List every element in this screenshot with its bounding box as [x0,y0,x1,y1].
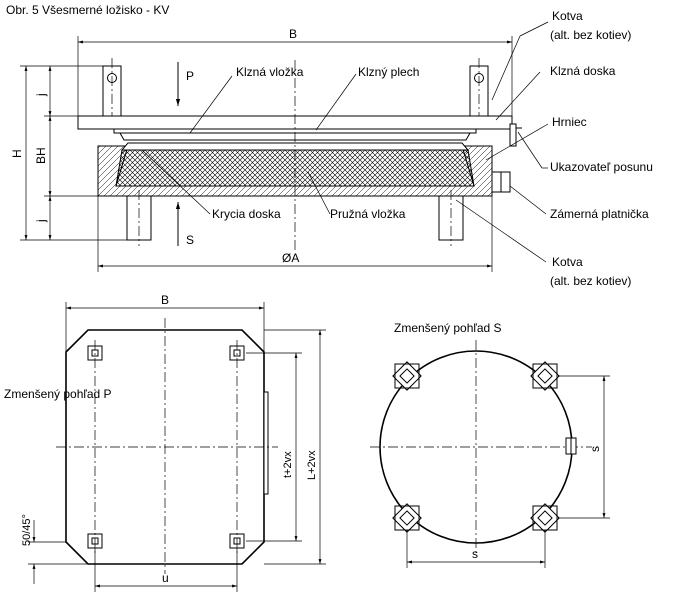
s-bolt-tl [392,361,422,391]
dim-j-bottom: j [34,219,48,223]
sliding-insert [119,132,471,141]
dim-l: L+2vx [306,450,318,480]
label-kotva-top: Kotva [552,9,583,23]
displacement-indicator [509,123,517,147]
label-klzny-plech: Klzný plech [358,65,419,79]
dim-s-horizontal: s [472,547,478,561]
dim-bh: BH [34,147,48,164]
label-ukazovatel: Ukazovateľ posunu [550,160,653,174]
dim-t: t+2vx [282,451,294,478]
load-p-label: P [186,69,194,83]
dim-u: u [162,571,169,585]
label-kotva-bottom: Kotva [552,255,583,269]
dim-j-top: j [34,93,48,97]
plan-plate-outline [65,329,265,565]
figure-title: Obr. 5 Všesmerné ložisko - KV [6,3,169,17]
view-p-title: Zmenšený pohľad P [4,387,112,401]
s-bolt-tr [530,361,560,391]
plan-view-p: B u t+2vx L+2vx 50/45° Zmenšený pohľad P [4,293,326,592]
view-s-title: Zmenšený pohľad S [394,321,502,335]
dim-chamfer: 50/45° [21,514,33,546]
label-pruzna: Pružná vložka [330,207,406,221]
dim-b-top: B [289,27,297,41]
label-hrniec: Hrniec [552,115,587,129]
label-krycia: Krycia doska [212,207,281,221]
dim-h: H [10,149,24,158]
label-kotva-top-note: (alt. bez kotiev) [550,28,631,42]
dim-b-plan: B [161,293,169,307]
label-klzna-doska: Klzná doska [550,64,616,78]
dim-a: ØA [282,251,299,265]
s-bolt-bl [392,503,422,533]
label-zamerna: Zámerná platnička [550,207,649,221]
dim-s-vertical: s [588,446,602,452]
label-klzna-vlozka: Klzná vložka [236,65,304,79]
label-kotva-bottom-note: (alt. bez kotiev) [550,274,631,288]
section-view: P S B ØA H j BH j Kotva (alt. bez kotiev… [10,9,653,288]
s-bolt-br [530,503,560,533]
plan-view-s: Zmenšený pohľad S [370,321,610,568]
view-s-marker: S [186,233,194,247]
